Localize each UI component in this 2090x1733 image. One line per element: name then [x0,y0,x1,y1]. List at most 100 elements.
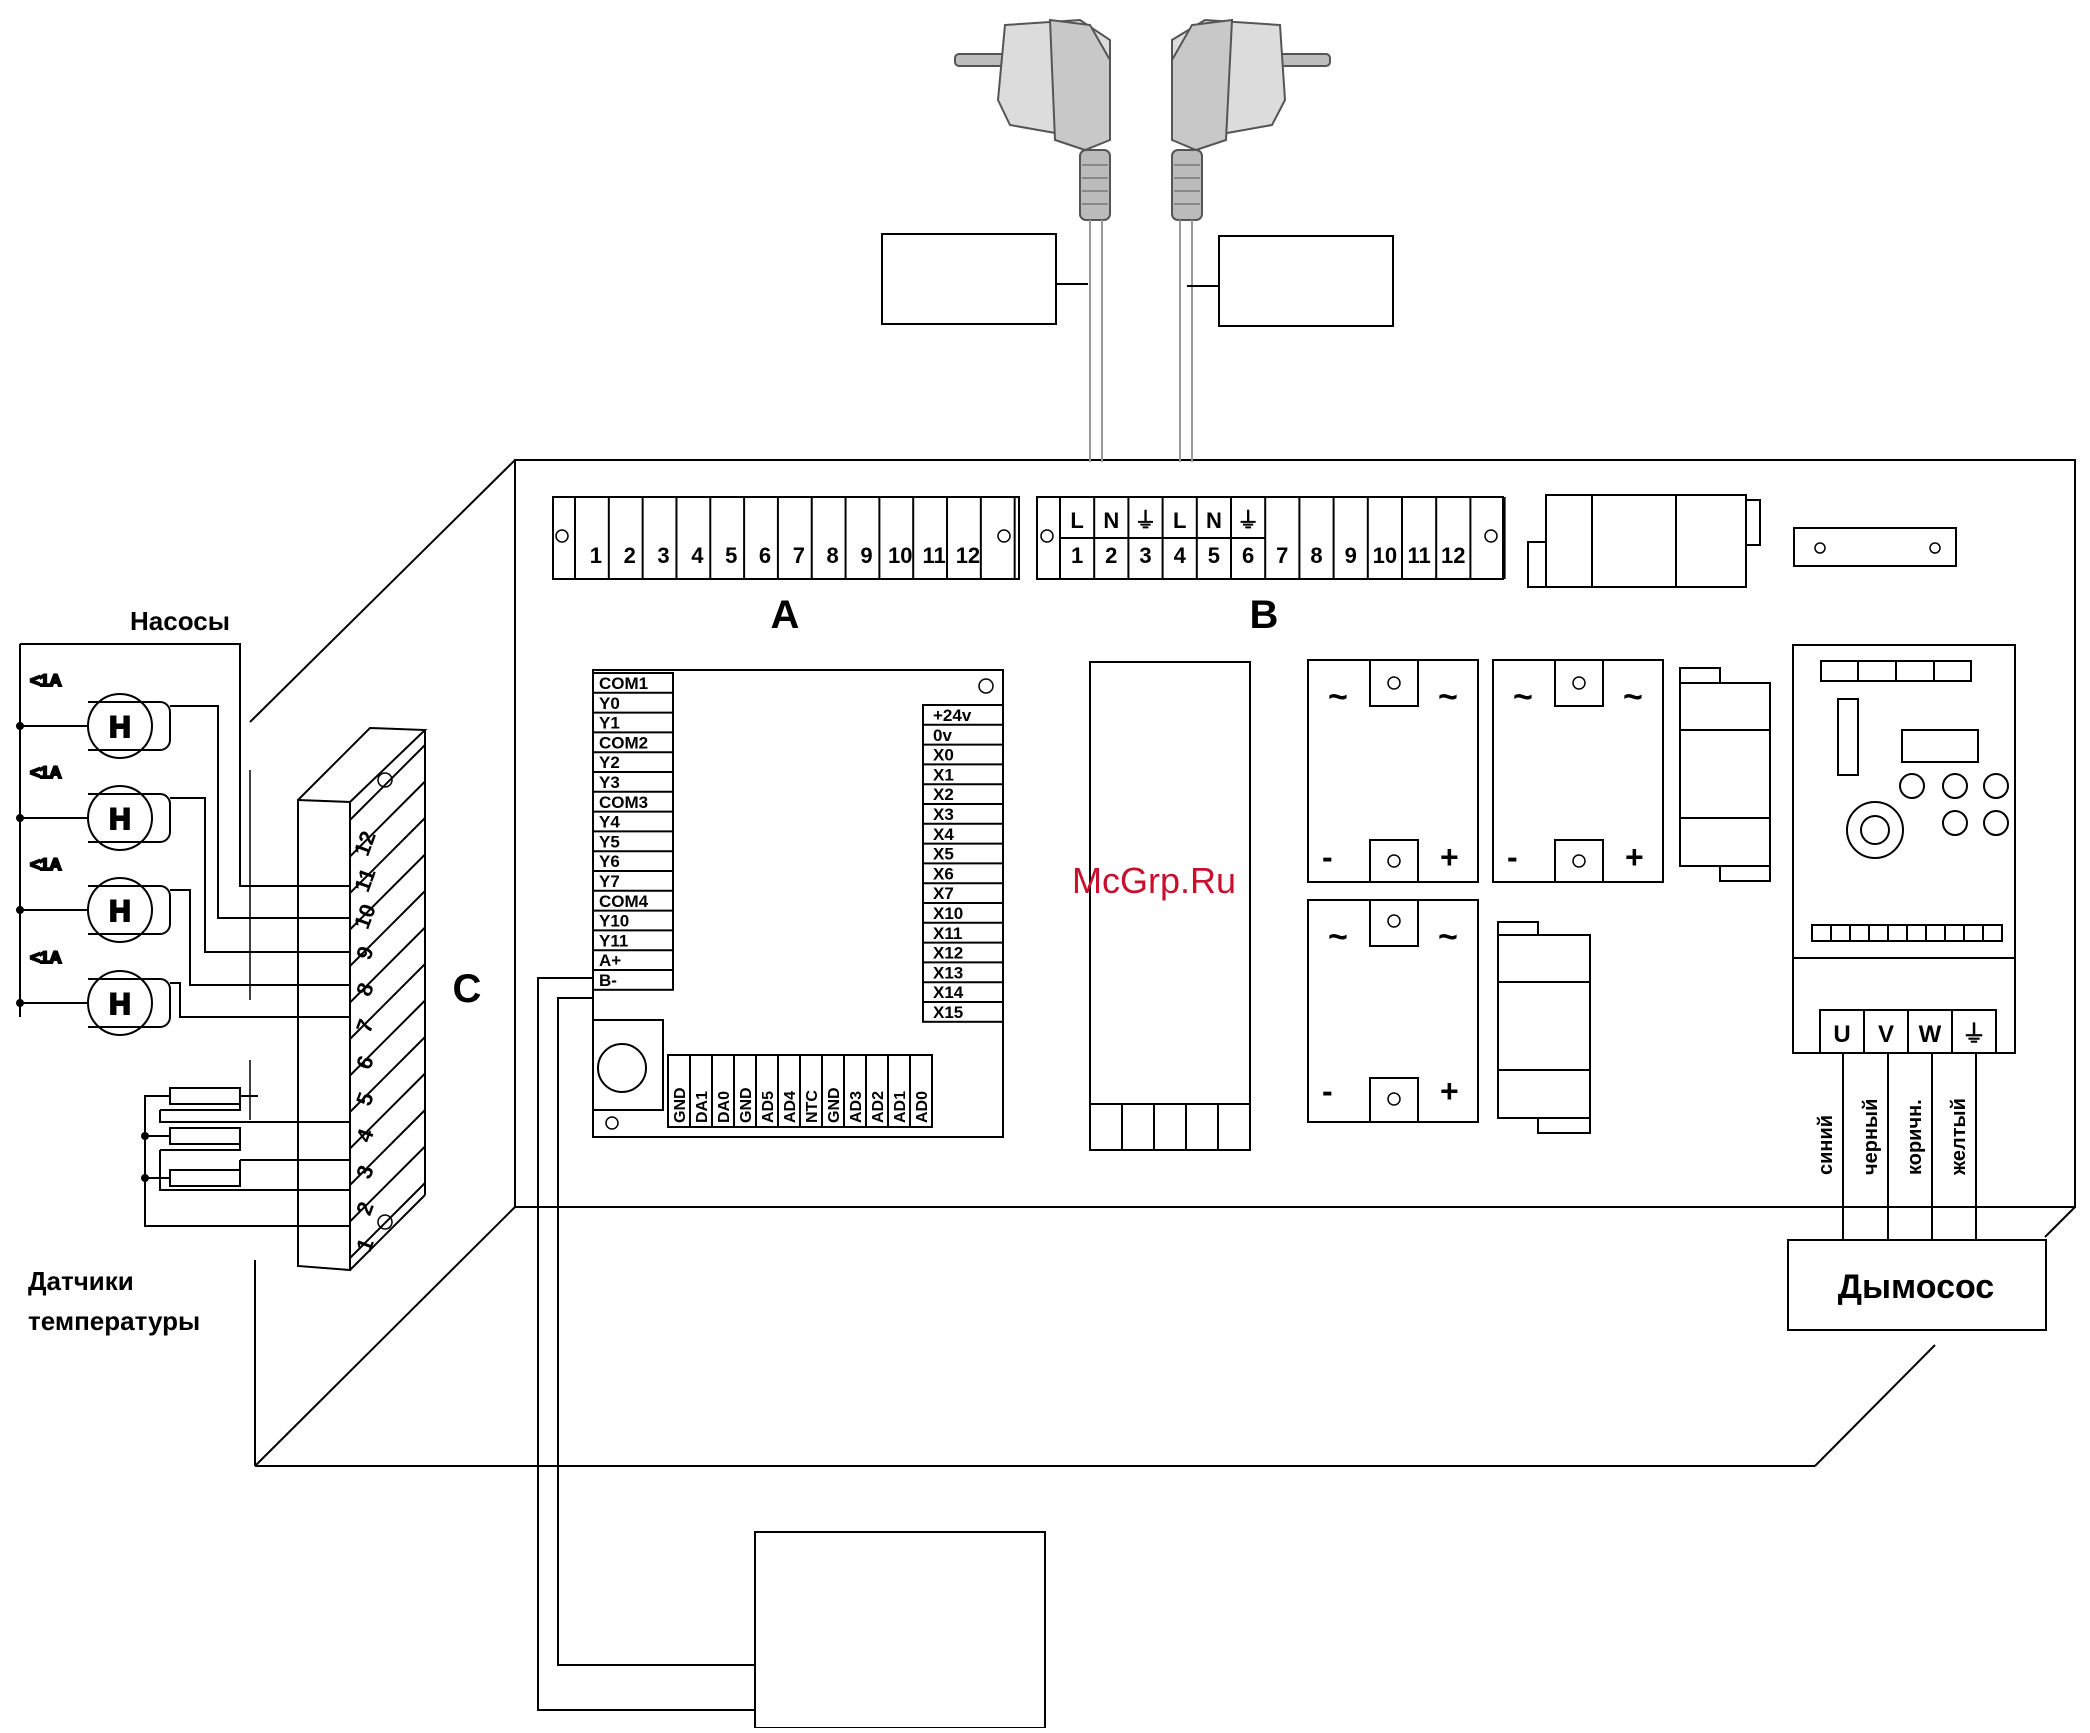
power-plug-right [1171,18,1331,221]
plc-pin-x3: X3 [933,805,954,824]
frequency-inverter [1792,644,2016,1054]
plc-pin-com4: COM4 [599,892,649,911]
power-supply-2 [1492,659,1664,883]
pump-current-limit-3: <1A [30,855,62,874]
relay-small-1 [1679,667,1771,882]
plc-analog-pin-6: NTC [804,1090,821,1123]
cable-label-box-left [881,233,1057,325]
pump-2: H<1A [16,762,171,851]
enclosure-back-panel [514,459,2076,1208]
plc-analog-pin-11: AD0 [914,1091,931,1123]
plc-pin-y0: Y0 [599,694,620,713]
vfd-wire-label-2: коричн. [1904,1099,1926,1175]
plc-pin-y2: Y2 [599,753,620,772]
temp-sensor-1 [169,1087,241,1105]
power-plug-left [954,18,1111,221]
fan-motor-wires [1842,1053,1977,1240]
terminal-block-b [1036,496,1506,580]
pump-3: H <1A [16,854,171,943]
plc-pin-a: A+ [599,951,621,970]
contactor-module [1089,661,1251,1151]
vfd-wire-label-0: синий [1815,1115,1837,1175]
external-device-box [754,1531,1046,1729]
terminal-b-pin-9: 9 [1345,543,1357,568]
plc-battery-cell [597,1043,647,1093]
plc-pin-x15: X15 [933,1003,963,1022]
vfd-terminal-2: W [1919,1021,1942,1048]
terminal-b-pin-12: 12 [1441,543,1465,568]
pump-4: H<1A [16,947,171,1036]
psu-2-ac-right: ~ [1623,678,1643,716]
terminal-a-pin-6: 6 [759,543,771,568]
plc-analog-pin-7: GND [826,1087,843,1123]
plc-pin-x1: X1 [933,765,954,784]
temp-sensor-3 [169,1169,241,1187]
power-cables [1089,220,1193,462]
psu-1-ac-right: ~ [1438,678,1458,716]
terminal-c-pin-12: 12 [349,828,381,860]
watermark-text: McGrp.Ru [1072,860,1236,901]
psu-3-minus: - [1322,1073,1333,1109]
terminal-b-top-5: ⏚ [1237,508,1259,533]
plc-pin-y5: Y5 [599,832,620,851]
terminal-b-top-4: N [1206,508,1222,533]
pump-current-limit-1: <1A [30,671,62,690]
plc-analog-pin-4: AD5 [760,1091,777,1123]
pump-symbol-3: H [109,895,131,928]
pump-current-limit-2: <1A [30,763,62,782]
smoke-exhauster-box [1787,1239,2047,1331]
plc-pin-y1: Y1 [599,714,620,733]
plc-analog-pin-0: GND [672,1087,689,1123]
psu-3-ac-left: ~ [1328,918,1348,956]
terminal-a-pin-2: 2 [624,543,636,568]
terminal-block-a [552,496,1020,580]
terminal-b-top-3: L [1173,508,1186,533]
relay-small-2 [1497,921,1591,1134]
plc-pin-x5: X5 [933,845,954,864]
plc-pin-x6: X6 [933,864,954,883]
plc-pin-x12: X12 [933,944,963,963]
plc-pin-0v: 0v [933,726,952,745]
terminal-a-label: A [771,593,800,637]
terminal-b-pin-10: 10 [1373,543,1397,568]
sensor-wiring [141,1087,350,1227]
terminal-b-pin-5: 5 [1208,543,1220,568]
plc-pin-y11: Y11 [599,931,628,950]
pumps-title: Насосы [130,606,230,636]
sensors-title-line1: Датчики [28,1266,134,1296]
terminal-a-pin-9: 9 [860,543,872,568]
relay-module [1527,494,1761,588]
plc-analog-pin-3: GND [738,1087,755,1123]
terminal-b-pin-4: 4 [1174,543,1187,568]
terminal-a-pin-11: 11 [922,543,945,568]
power-supply-1 [1307,659,1479,883]
psu-2-ac-left: ~ [1513,678,1533,716]
smoke-exhauster-label: Дымосос [1838,1268,1994,1306]
terminal-b-top-1: N [1103,508,1119,533]
enclosure [249,459,2076,1467]
pump-current-limit-4: <1A [30,948,62,967]
power-supply-3 [1307,899,1479,1123]
plc-pin-x7: X7 [933,884,954,903]
vfd-wire-label-3: желтый [1948,1098,1970,1176]
rs485-wiring [537,977,755,1711]
terminal-c-label: C [453,967,482,1011]
terminal-a-pin-1: 1 [590,543,602,568]
plc-pin-y7: Y7 [599,872,620,891]
terminal-a-pin-7: 7 [793,543,805,568]
terminal-b-label: B [1250,593,1279,637]
plc-analog-pin-5: AD4 [782,1091,799,1123]
plc-analog-pin-1: DA1 [694,1091,711,1123]
psu-3-ac-right: ~ [1438,918,1458,956]
plc-pin-x10: X10 [933,904,963,923]
plc-analog-pin-8: AD3 [848,1091,865,1123]
psu-3-plus: + [1440,1073,1459,1109]
plc-pin-y6: Y6 [599,852,620,871]
terminal-a-pin-10: 10 [888,543,912,568]
terminal-a-pin-12: 12 [956,543,980,568]
temp-sensor-2 [169,1127,241,1145]
psu-2-plus: + [1625,839,1644,875]
terminal-a-pin-8: 8 [827,543,839,568]
